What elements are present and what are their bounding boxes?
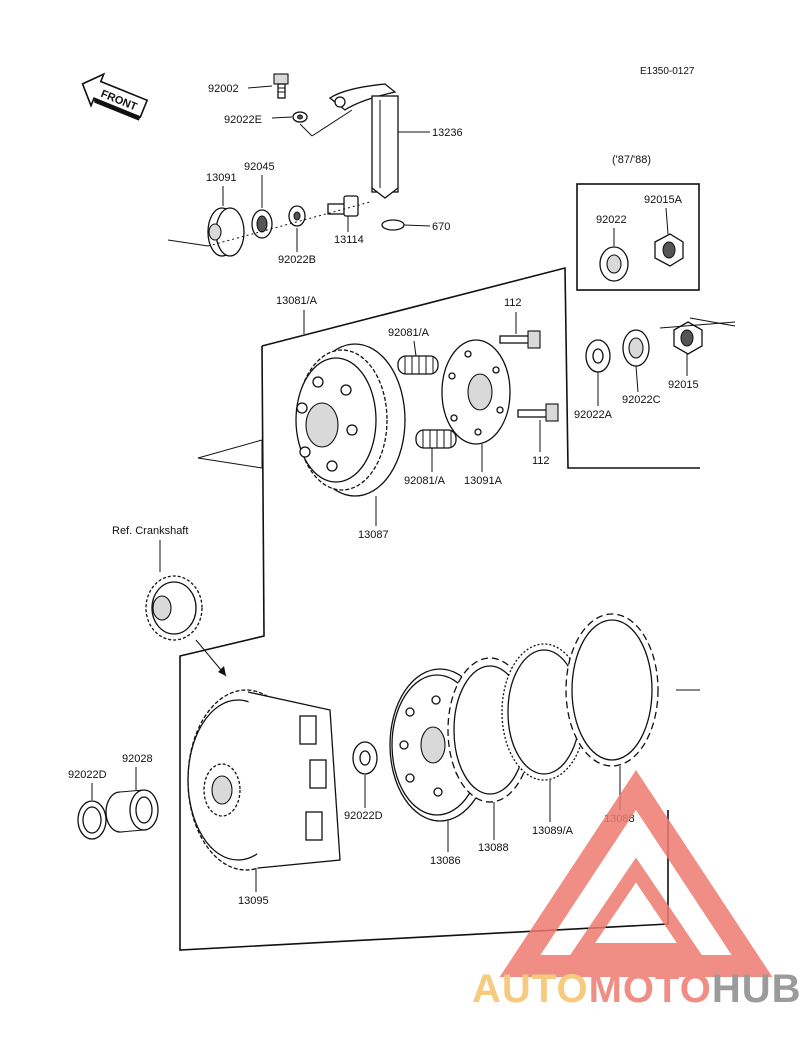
spring-92081a-bottom (415, 429, 457, 449)
bolt-92002 (273, 73, 289, 99)
svg-text:AUTOMOTOHUB: AUTOMOTOHUB (472, 967, 800, 1011)
years-note: ('87/'88) (612, 154, 651, 166)
washer-92022d-mid (352, 741, 378, 775)
ref-crankshaft-label: Ref. Crankshaft (112, 525, 188, 537)
friction-plate-13088-right (565, 613, 659, 767)
washer-92022c (622, 329, 650, 367)
pin-13114 (327, 195, 359, 217)
label-13086: 13086 (430, 855, 461, 867)
bolt-112-top (499, 330, 541, 349)
washer-92022a (585, 339, 611, 373)
label-13089a: 13089/A (532, 825, 574, 837)
circlip-670 (381, 219, 405, 231)
label-92081a-bottom: 92081/A (404, 475, 446, 487)
label-13081a: 13081/A (276, 295, 318, 307)
nut-92015 (673, 321, 703, 355)
label-13095: 13095 (238, 895, 269, 907)
label-92028: 92028 (122, 753, 153, 765)
label-92045: 92045 (244, 161, 275, 173)
bearing-92045 (251, 209, 273, 239)
label-13236: 13236 (432, 127, 463, 139)
label-112-bottom: 112 (532, 455, 550, 467)
spring-92081a-top (397, 355, 439, 375)
label-13091a: 13091A (464, 475, 503, 487)
automotohub-watermark: AUTOMOTOHUB (472, 770, 800, 1011)
clutch-hub-13087 (295, 343, 406, 497)
label-92022d-mid: 92022D (344, 810, 383, 822)
arrow-head-icon (218, 666, 226, 676)
nut-92015a (654, 233, 684, 267)
label-92022d-left: 92022D (68, 769, 107, 781)
front-arrow-icon: FRONT (81, 72, 149, 121)
label-92022e: 92022E (224, 114, 262, 126)
label-92022a: 92022A (574, 409, 613, 421)
label-92015: 92015 (668, 379, 699, 391)
document-code: E1350-0127 (640, 66, 695, 77)
triangle-logo-icon (499, 770, 773, 977)
label-92002: 92002 (208, 83, 239, 95)
label-92022b: 92022B (278, 254, 316, 266)
label-92081a-top: 92081/A (388, 327, 430, 339)
years-inset-box (576, 183, 700, 291)
crankshaft-gear (145, 575, 203, 641)
label-112-top: 112 (504, 297, 522, 309)
label-92022c: 92022C (622, 394, 661, 406)
label-13087: 13087 (358, 529, 389, 541)
watermark-hub: HUB (712, 967, 800, 1011)
label-670: 670 (432, 221, 450, 233)
label-92022-box: 92022 (596, 214, 627, 226)
label-92015a: 92015A (644, 194, 683, 206)
release-shaft-13236 (371, 95, 399, 199)
spring-plate-13091a (441, 339, 511, 445)
part-labels: 92002 92022E 13236 13091 92045 92022B 13… (68, 83, 699, 907)
clutch-housing-13095 (187, 689, 341, 871)
label-13088-left: 13088 (478, 842, 509, 854)
watermark-auto: AUTO (472, 967, 589, 1011)
washer-92022d-left (77, 800, 107, 840)
watermark-moto: MOTO (589, 967, 712, 1011)
label-13091: 13091 (206, 172, 237, 184)
label-13114: 13114 (334, 234, 364, 246)
lockwasher-92022 (599, 246, 629, 282)
release-lever (328, 83, 397, 111)
seal-13091 (207, 207, 245, 257)
collar-92028 (105, 789, 159, 833)
release-shaft-group (167, 73, 405, 257)
bolt-112-bottom (517, 403, 559, 422)
